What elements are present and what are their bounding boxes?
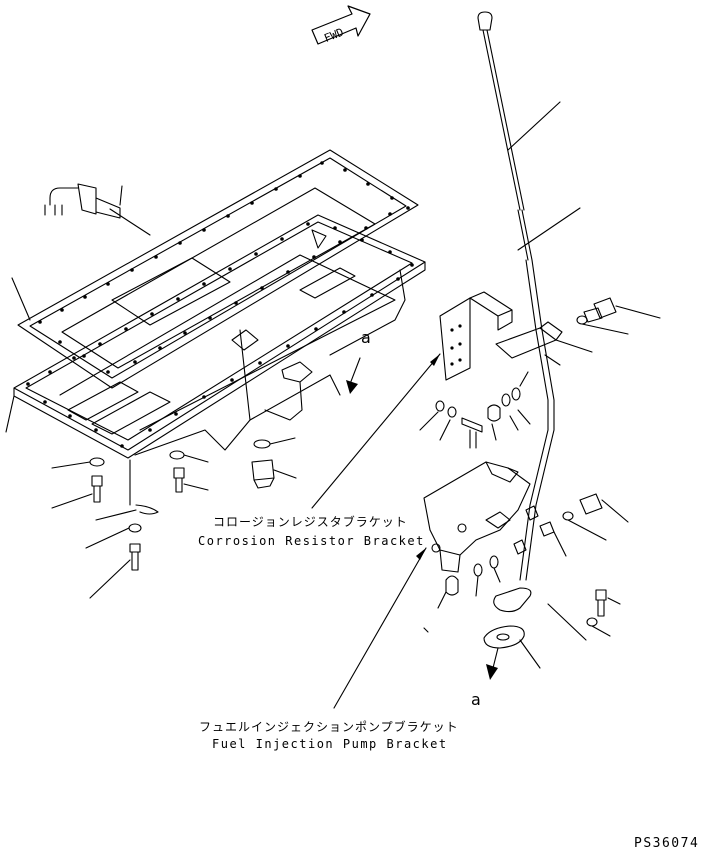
oil-pan bbox=[13, 214, 426, 459]
view-marker-top: a bbox=[361, 328, 371, 347]
tube-clamp-icon bbox=[495, 321, 593, 366]
corrosion-resistor-bracket-label-en: Corrosion Resistor Bracket bbox=[198, 534, 425, 548]
fwd-arrow-icon: FWD bbox=[311, 5, 371, 45]
corrosion-resistor-bracket-label-jp: コロージョンレジスタブラケット bbox=[213, 515, 408, 529]
view-marker-bottom: a bbox=[471, 690, 481, 709]
drawing-code: PS36074 bbox=[634, 836, 700, 851]
oil-pan-gasket-upper bbox=[17, 149, 419, 389]
fuel-injection-pump-bracket-label-en: Fuel Injection Pump Bracket bbox=[212, 737, 448, 751]
bolt-icon bbox=[51, 467, 209, 599]
heater-plug-icon bbox=[44, 183, 123, 219]
washer-icon bbox=[51, 437, 296, 549]
tube-gasket-icon bbox=[483, 625, 541, 669]
gasket-clip-icon bbox=[95, 459, 159, 521]
leader-arrowheads bbox=[416, 354, 440, 560]
bolt-washer-set-upper bbox=[419, 297, 661, 449]
fuel-injection-pump-bracket-label-jp: フュエルインジェクションポンプブラケット bbox=[199, 720, 459, 734]
fuel-injection-pump-bracket-icon bbox=[423, 461, 531, 573]
view-arrow-icon bbox=[346, 357, 499, 680]
drain-plug-icon bbox=[251, 459, 297, 489]
leader-lines bbox=[5, 101, 581, 709]
bolt-washer-set-lower bbox=[437, 493, 629, 641]
corrosion-resistor-bracket-icon bbox=[439, 291, 513, 381]
